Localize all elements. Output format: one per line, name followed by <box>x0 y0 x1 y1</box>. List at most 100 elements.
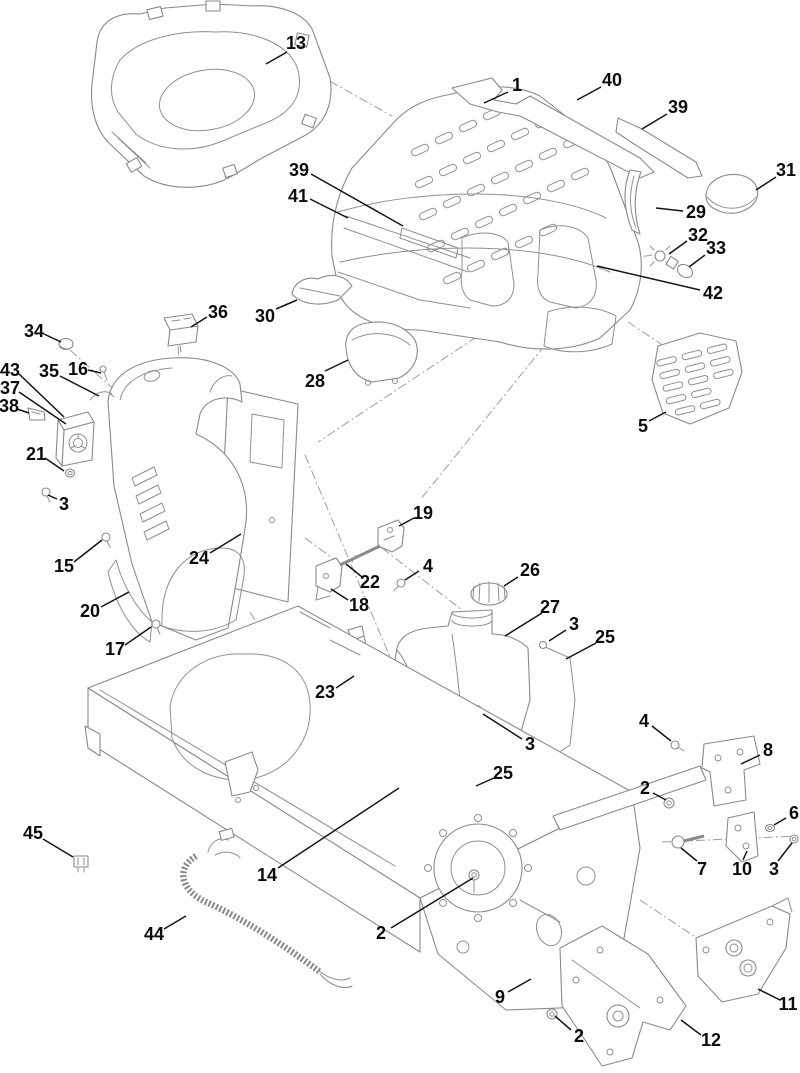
leader-line-25 <box>565 642 597 660</box>
bolt-2-frame <box>468 869 480 894</box>
leader-line-23 <box>335 675 355 689</box>
part-7-carriage-bolt <box>671 834 705 849</box>
leader-line-43 <box>18 373 65 418</box>
part-38-key <box>27 407 46 421</box>
callout-label-36: 36 <box>208 302 228 322</box>
nut-2c <box>546 1008 558 1020</box>
nut-2a <box>663 797 675 809</box>
part-32-bulb-socket <box>649 245 671 267</box>
leader-line-42 <box>596 265 701 291</box>
leader-line-13 <box>265 51 288 65</box>
part-1-hood <box>331 86 642 353</box>
leader-line-3 <box>548 629 567 642</box>
leader-line-8 <box>740 754 761 765</box>
callout-label-20: 20 <box>80 601 100 621</box>
leader-line-3 <box>482 713 523 740</box>
callout-label-30: 30 <box>255 306 275 326</box>
callout-label-39: 39 <box>668 97 688 117</box>
callout-label-42: 42 <box>703 283 723 303</box>
leader-line-20 <box>100 591 130 608</box>
callout-label-8: 8 <box>763 740 773 760</box>
part-37-43-ignition-switch <box>55 411 95 467</box>
leader-line-41 <box>309 198 349 219</box>
callout-label-4: 4 <box>423 556 433 576</box>
callout-label-31: 31 <box>776 160 796 180</box>
leader-line-14 <box>277 787 400 869</box>
screw-4b <box>670 740 685 752</box>
leader-line-24 <box>209 533 242 554</box>
callout-label-39: 39 <box>289 160 309 180</box>
leader-line-6 <box>773 817 787 826</box>
leader-line-17 <box>124 626 152 646</box>
leader-line-44 <box>163 915 187 930</box>
callout-label-1: 1 <box>512 75 522 95</box>
part-9-frame <box>84 605 641 1011</box>
leader-line-25 <box>475 777 495 787</box>
leader-line-31 <box>755 176 777 191</box>
leader-line-11 <box>757 988 781 1001</box>
part-20-lower-skirt <box>107 559 153 643</box>
part-40-trim-strip <box>451 77 655 179</box>
leader-line-12 <box>680 1019 702 1036</box>
leader-line-30 <box>275 299 298 310</box>
callout-label-34: 34 <box>24 321 44 341</box>
leader-line-32 <box>668 240 688 255</box>
leader-line-19 <box>398 517 415 527</box>
leader-line-4 <box>651 725 672 742</box>
callout-label-14: 14 <box>257 865 277 885</box>
leader-line-7 <box>680 847 698 862</box>
part-10-plate <box>725 811 759 863</box>
callout-label-4: 4 <box>639 711 649 731</box>
part-44-wire-harness <box>180 827 353 988</box>
leader-line-35 <box>59 375 100 397</box>
leader-line-1 <box>483 91 509 104</box>
callout-label-38: 38 <box>0 396 19 416</box>
callout-label-9: 9 <box>495 987 505 1007</box>
part-6-washer <box>764 823 776 833</box>
part-12-bracket <box>559 925 687 1067</box>
part-39-trim-strip <box>615 117 703 179</box>
leader-line-2 <box>390 877 474 929</box>
callout-label-37: 37 <box>0 378 20 398</box>
leader-line-15 <box>73 539 103 563</box>
hood-louvers <box>410 107 590 285</box>
callout-label-23: 23 <box>315 682 335 702</box>
leader-line-2 <box>652 792 667 801</box>
callout-label-45: 45 <box>23 823 43 843</box>
part-30-deflector <box>291 274 353 305</box>
part-13-fender-tub <box>91 0 332 188</box>
console-front-shroud <box>107 357 248 641</box>
screw-3 <box>41 487 51 503</box>
callout-label-2: 2 <box>640 778 650 798</box>
callout-label-26: 26 <box>520 560 540 580</box>
part-8-support-bracket <box>552 735 761 831</box>
leader-line-3 <box>47 494 58 500</box>
part-26-fuel-cap <box>470 581 508 606</box>
leader-line-38 <box>16 408 30 414</box>
callout-label-2: 2 <box>376 923 386 943</box>
screw-15 <box>101 532 111 548</box>
callout-label-28: 28 <box>305 371 325 391</box>
part-29-bezel-blade <box>624 169 642 235</box>
callout-label-18: 18 <box>349 595 369 615</box>
leader-line-34 <box>43 333 62 343</box>
leader-line-16 <box>87 369 102 374</box>
callout-label-29: 29 <box>686 202 706 222</box>
callout-label-15: 15 <box>54 556 74 576</box>
leader-line-29 <box>655 207 684 212</box>
part-31-headlight-lens <box>705 173 759 214</box>
callout-label-25: 25 <box>595 627 615 647</box>
leader-line-26 <box>503 576 519 587</box>
screw-17 <box>151 619 161 635</box>
callout-label-44: 44 <box>144 924 164 944</box>
callout-label-3: 3 <box>569 614 579 634</box>
leader-line-2 <box>554 1015 572 1031</box>
leader-line-3 <box>777 842 793 862</box>
callout-label-3: 3 <box>525 734 535 754</box>
leader-line-39 <box>641 113 668 130</box>
part-19-hinge-bracket <box>377 519 405 553</box>
callout-label-35: 35 <box>39 361 59 381</box>
leader-line-39 <box>310 173 404 227</box>
